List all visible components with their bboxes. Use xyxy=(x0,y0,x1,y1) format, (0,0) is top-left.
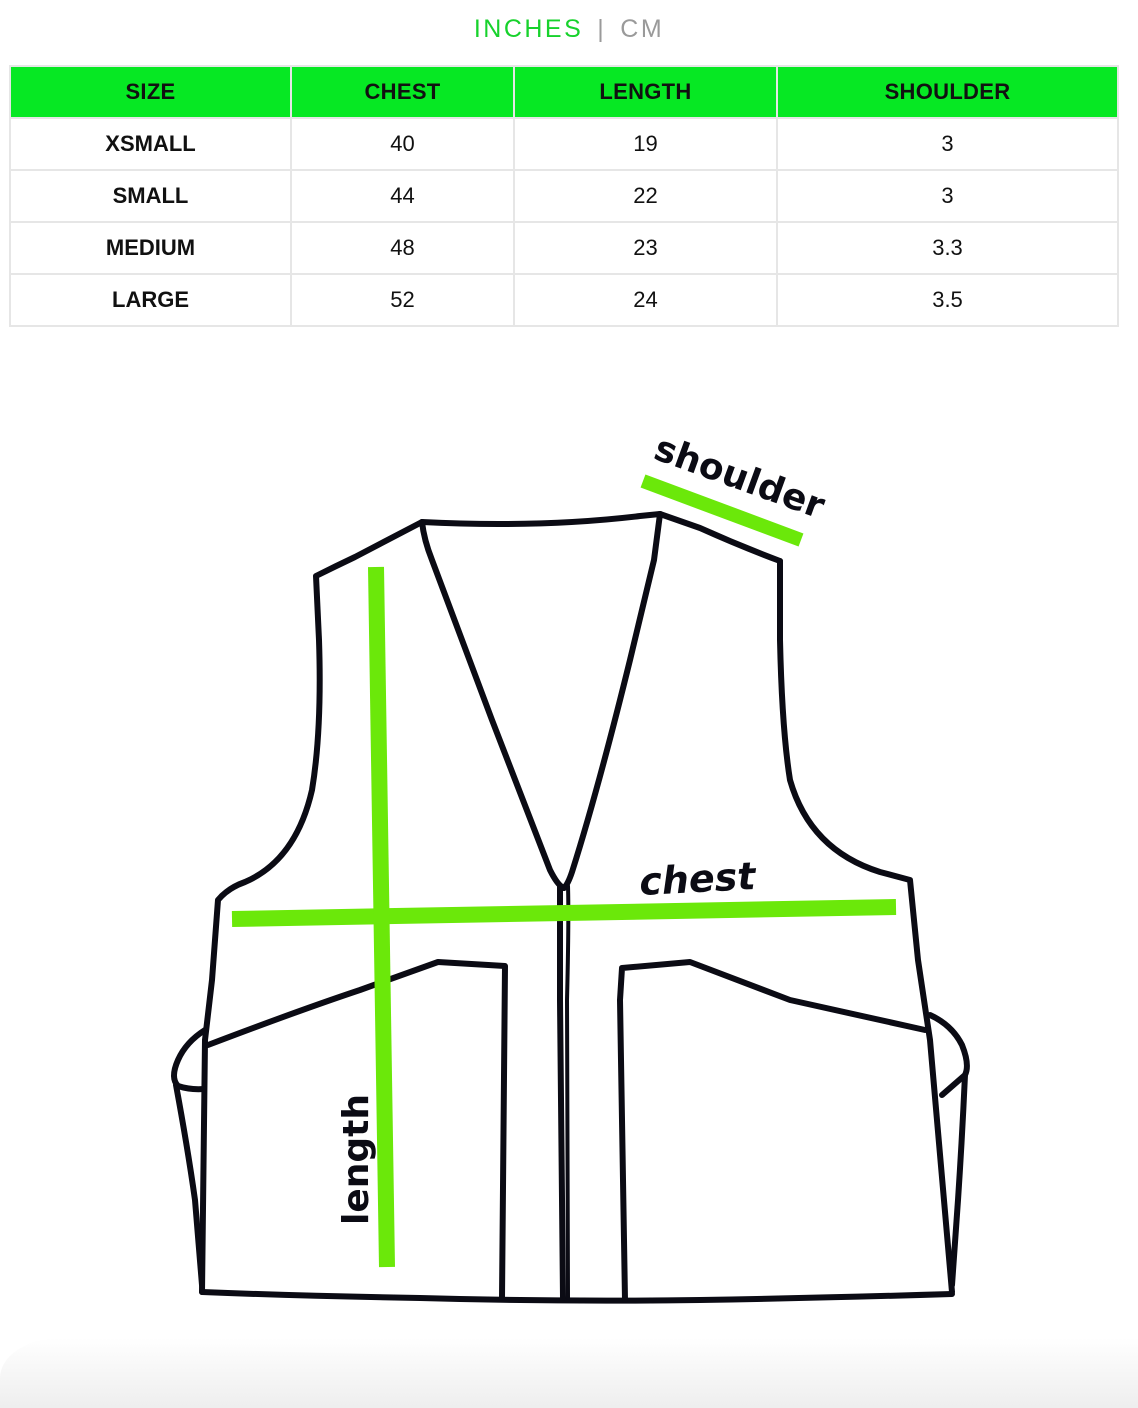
table-header-row: SIZE CHEST LENGTH SHOULDER xyxy=(9,65,1119,119)
vest-measurement-diagram: shoulder chest length xyxy=(171,428,970,1304)
shoulder-cell: 3.3 xyxy=(776,221,1119,275)
chest-cell: 52 xyxy=(290,273,515,327)
column-header-chest: CHEST xyxy=(290,65,515,119)
measurement-lines xyxy=(231,474,897,1268)
chest-label: chest xyxy=(638,854,758,904)
length-cell: 22 xyxy=(513,169,778,223)
length-cell: 23 xyxy=(513,221,778,275)
chest-cell: 44 xyxy=(290,169,515,223)
table-row: SMALL 44 22 3 xyxy=(9,169,1119,223)
size-cell: LARGE xyxy=(9,273,292,327)
size-cell: SMALL xyxy=(9,169,292,223)
table-row: MEDIUM 48 23 3.3 xyxy=(9,221,1119,275)
shoulder-cell: 3 xyxy=(776,169,1119,223)
size-chart-table: SIZE CHEST LENGTH SHOULDER XSMALL 40 19 … xyxy=(9,65,1119,327)
length-measure-line xyxy=(368,566,395,1268)
table-row: LARGE 52 24 3.5 xyxy=(9,273,1119,327)
table-row: XSMALL 40 19 3 xyxy=(9,117,1119,171)
length-label: length xyxy=(336,1094,377,1225)
vest-outline xyxy=(171,511,970,1304)
shoulder-cell: 3 xyxy=(776,117,1119,171)
unit-inches-option[interactable]: INCHES xyxy=(473,15,584,43)
column-header-shoulder: SHOULDER xyxy=(776,65,1119,119)
chest-cell: 48 xyxy=(290,221,515,275)
chest-cell: 40 xyxy=(290,117,515,171)
unit-separator: | xyxy=(597,15,607,43)
length-cell: 19 xyxy=(513,117,778,171)
column-header-size: SIZE xyxy=(9,65,292,119)
shoulder-cell: 3.5 xyxy=(776,273,1119,327)
unit-cm-option[interactable]: CM xyxy=(620,15,665,43)
length-cell: 24 xyxy=(513,273,778,327)
chest-measure-line xyxy=(231,899,897,927)
unit-toggle: INCHES | CM xyxy=(0,12,1138,46)
shoulder-measure-line xyxy=(640,474,804,547)
bottom-shadow xyxy=(0,1338,1138,1408)
size-cell: MEDIUM xyxy=(9,221,292,275)
column-header-length: LENGTH xyxy=(513,65,778,119)
size-cell: XSMALL xyxy=(9,117,292,171)
